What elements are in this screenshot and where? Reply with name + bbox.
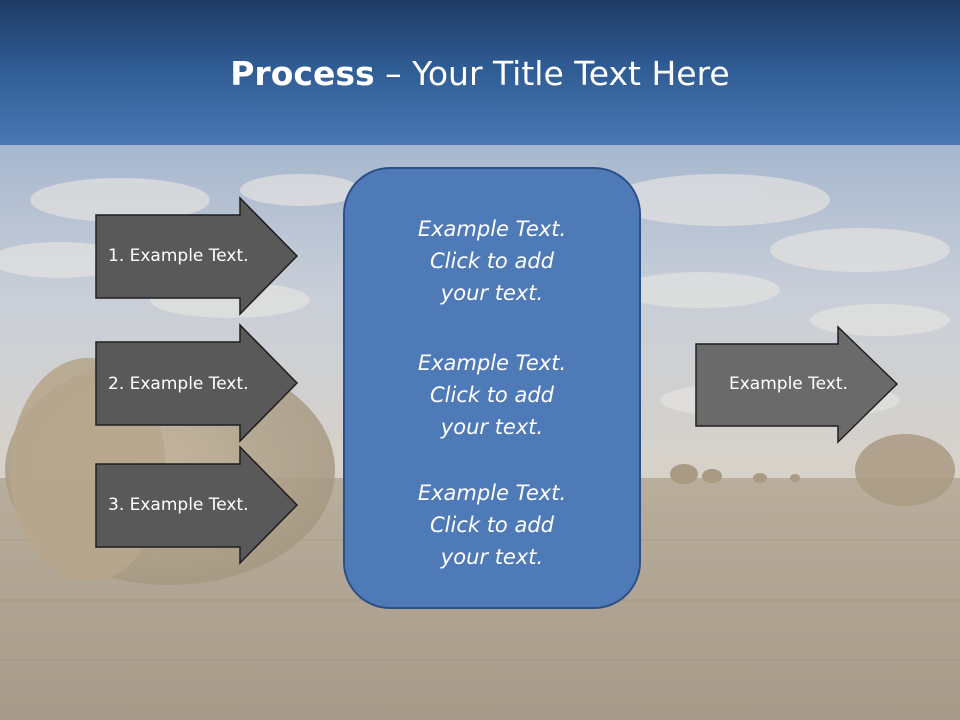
panel-line: your text.: [440, 415, 544, 439]
panel-text-block-3[interactable]: Example Text. Click to add your text.: [344, 477, 640, 573]
arrow-label-1[interactable]: 1. Example Text.: [108, 246, 249, 266]
panel-text-block-2[interactable]: Example Text. Click to add your text.: [344, 347, 640, 443]
panel-line: your text.: [440, 281, 544, 305]
panel-line: Click to add: [429, 383, 554, 407]
arrow-shape-3[interactable]: [95, 445, 299, 565]
panel-line: Example Text.: [417, 217, 567, 241]
arrow-label-2[interactable]: 2. Example Text.: [108, 374, 249, 394]
arrow-shape-2[interactable]: [95, 323, 299, 443]
right-arrow-label[interactable]: Example Text.: [729, 374, 848, 394]
panel-line: Click to add: [429, 513, 554, 537]
panel-text-block-1[interactable]: Example Text. Click to add your text.: [344, 213, 640, 309]
arrow-label-3[interactable]: 3. Example Text.: [108, 495, 249, 515]
arrow-shape-1[interactable]: [95, 196, 299, 316]
title-banner: [0, 0, 960, 145]
slide-title[interactable]: Process – Your Title Text Here: [0, 52, 960, 96]
panel-line: your text.: [440, 545, 544, 569]
panel-line: Example Text.: [417, 481, 567, 505]
title-rest-part: – Your Title Text Here: [374, 54, 730, 93]
center-text-box[interactable]: [343, 167, 641, 609]
panel-line: Click to add: [429, 249, 554, 273]
title-bold-part: Process: [230, 54, 375, 93]
panel-line: Example Text.: [417, 351, 567, 375]
arrow-shape-right[interactable]: [695, 325, 899, 444]
